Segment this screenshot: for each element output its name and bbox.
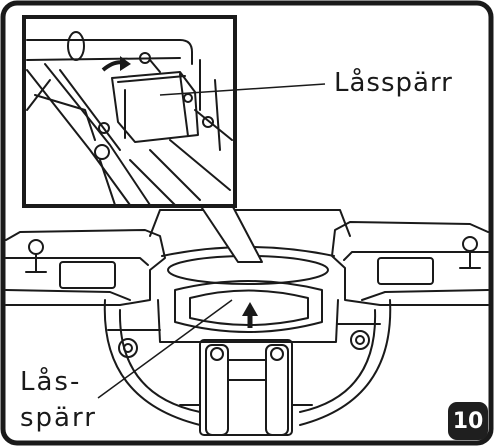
arrow-up-icon <box>242 302 258 328</box>
callout-label-bottom-line1: Lås- <box>18 367 84 397</box>
curved-arrow-icon <box>101 56 131 72</box>
main-assembly <box>5 209 489 436</box>
callout-label-top: Låsspärr <box>332 68 455 98</box>
inset-detail <box>22 15 237 208</box>
inset-pointer <box>199 204 263 263</box>
leader-line-top <box>159 83 326 96</box>
step-number-badge: 10 <box>448 402 488 440</box>
leader-line-bottom <box>97 299 233 399</box>
callout-label-bottom-line2: spärr <box>18 403 99 433</box>
